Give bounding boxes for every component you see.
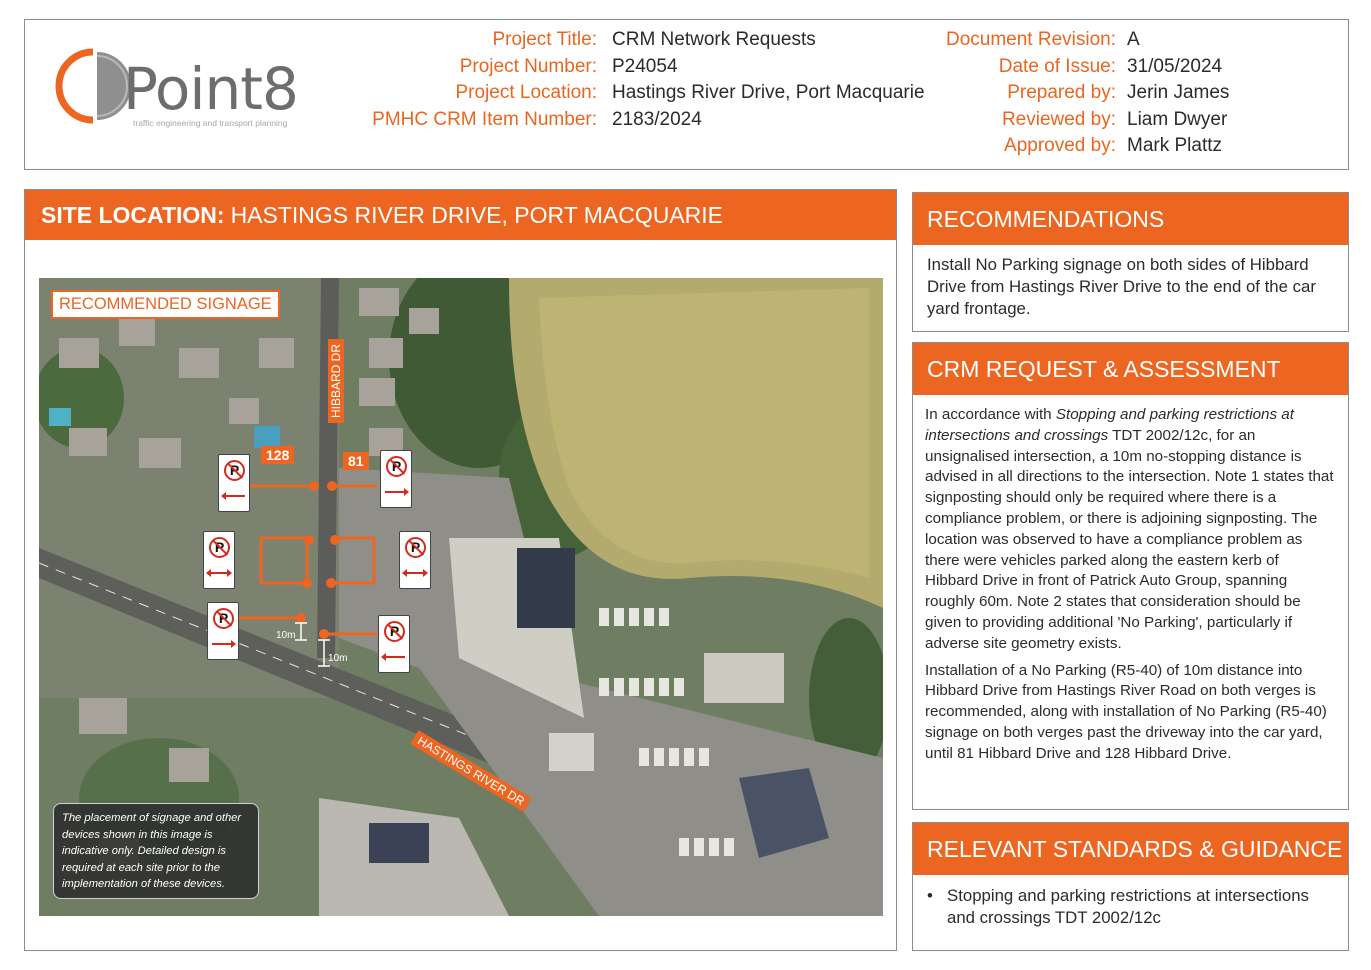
recommended-signage-legend: RECOMMENDED SIGNAGE: [51, 290, 280, 319]
disclaimer-note: The placement of signage and other devic…: [53, 803, 259, 899]
standards-body: Stopping and parking restrictions at int…: [913, 875, 1348, 929]
recommendations-text: Install No Parking signage on both sides…: [927, 255, 1316, 318]
document-details: Document Revision: A Date of Issue: 31/0…: [930, 27, 1229, 160]
reviewed-by-value: Liam Dwyer: [1127, 108, 1228, 130]
no-parking-sign-east-driveway: P: [399, 531, 431, 589]
prepared-by-value: Jerin James: [1127, 82, 1230, 104]
project-details: Project Title: CRM Network Requests Proj…: [362, 27, 925, 134]
prepared-by-row: Prepared by: Jerin James: [930, 80, 1229, 107]
no-parking-sign-east-intersection: P: [378, 615, 410, 673]
crm-number-row: PMHC CRM Item Number: 2183/2024: [362, 107, 925, 134]
distance-label-west: 10m: [276, 630, 296, 641]
project-title-value: CRM Network Requests: [612, 29, 816, 51]
logo-tagline: traffic engineering and transport planni…: [133, 118, 288, 128]
crm-standard-title: Stopping and parking restrictions at int…: [925, 406, 1294, 444]
project-number-value: P24054: [612, 55, 678, 77]
issue-date-row: Date of Issue: 31/05/2024: [930, 54, 1229, 81]
site-location-panel: SITE LOCATION: HASTINGS RIVER DRIVE, POR…: [24, 189, 897, 951]
project-location-row: Project Location: Hastings River Drive, …: [362, 80, 925, 107]
crm-number-label: PMHC CRM Item Number:: [372, 108, 597, 130]
no-parking-symbol-icon: P: [209, 537, 230, 558]
no-parking-symbol-icon: P: [405, 537, 426, 558]
issue-date-label: Date of Issue:: [998, 55, 1116, 77]
arrow-both-icon: [402, 569, 428, 577]
crm-assessment-body: In accordance with Stopping and parking …: [913, 395, 1348, 775]
no-parking-sign-81: P: [380, 450, 412, 508]
crm-paragraph-1-end: TDT 2002/12c, for an unsignalised inters…: [925, 426, 1334, 652]
logo-wordmark: Point8: [123, 55, 299, 123]
project-number-row: Project Number: P24054: [362, 54, 925, 81]
standards-list: Stopping and parking restrictions at int…: [927, 885, 1334, 929]
distance-label-east: 10m: [328, 653, 348, 664]
recommendations-panel: RECOMMENDATIONS Install No Parking signa…: [912, 192, 1349, 332]
no-parking-sign-west-driveway: P: [203, 531, 235, 589]
project-number-label: Project Number:: [459, 55, 597, 77]
crm-number-value: 2183/2024: [612, 108, 702, 130]
hibbard-drive-label: HIBBARD DR: [328, 338, 345, 424]
reviewed-by-label: Reviewed by:: [1001, 108, 1116, 130]
revision-row: Document Revision: A: [930, 27, 1229, 54]
no-parking-symbol-icon: P: [224, 460, 245, 481]
prepared-by-label: Prepared by:: [1007, 82, 1116, 104]
arrow-right-icon: [385, 488, 409, 496]
recommendations-heading: RECOMMENDATIONS: [913, 193, 1348, 245]
arrow-left-icon: [221, 492, 245, 500]
standards-list-item: Stopping and parking restrictions at int…: [927, 885, 1334, 929]
project-title-label: Project Title:: [492, 29, 597, 51]
site-location-heading-label: SITE LOCATION:: [41, 201, 225, 228]
crm-assessment-panel: CRM REQUEST & ASSESSMENT In accordance w…: [912, 342, 1349, 810]
revision-label: Document Revision:: [945, 29, 1116, 51]
aerial-map: RECOMMENDED SIGNAGE HIBBARD DR HASTINGS …: [39, 278, 883, 916]
crm-paragraph-1-start: In accordance with: [925, 406, 1056, 423]
crm-assessment-heading: CRM REQUEST & ASSESSMENT: [913, 343, 1348, 395]
logo-mark-icon: [55, 48, 131, 124]
no-parking-symbol-icon: P: [384, 621, 405, 642]
project-location-value: Hastings River Drive, Port Macquarie: [612, 82, 925, 104]
site-location-heading: SITE LOCATION: HASTINGS RIVER DRIVE, POR…: [25, 190, 896, 240]
standards-heading: RELEVANT STANDARDS & GUIDANCE: [913, 823, 1348, 875]
crm-paragraph-1: In accordance with Stopping and parking …: [925, 405, 1336, 655]
no-parking-symbol-icon: P: [386, 456, 407, 477]
arrow-right-icon: [212, 640, 236, 648]
arrow-both-icon: [206, 569, 232, 577]
approved-by-row: Approved by: Mark Plattz: [930, 133, 1229, 160]
standards-panel: RELEVANT STANDARDS & GUIDANCE Stopping a…: [912, 822, 1349, 951]
site-location-heading-text: HASTINGS RIVER DRIVE, PORT MACQUARIE: [230, 201, 724, 228]
no-parking-sign-west-intersection: P: [207, 602, 239, 660]
project-title-row: Project Title: CRM Network Requests: [362, 27, 925, 54]
house-number-128: 128: [261, 446, 295, 464]
revision-value: A: [1127, 29, 1140, 51]
approved-by-label: Approved by:: [1004, 135, 1116, 157]
project-location-label: Project Location:: [455, 82, 597, 104]
no-parking-symbol-icon: P: [213, 608, 234, 629]
crm-paragraph-2: Installation of a No Parking (R5-40) of …: [925, 661, 1327, 762]
no-parking-sign-128: P: [218, 454, 250, 512]
issue-date-value: 31/05/2024: [1127, 55, 1223, 77]
title-block: Point8 traffic engineering and transport…: [24, 19, 1349, 170]
company-logo: Point8 traffic engineering and transport…: [53, 46, 313, 146]
arrow-left-icon: [381, 653, 405, 661]
approved-by-value: Mark Plattz: [1127, 135, 1223, 157]
reviewed-by-row: Reviewed by: Liam Dwyer: [930, 107, 1229, 134]
house-number-81: 81: [343, 452, 369, 470]
